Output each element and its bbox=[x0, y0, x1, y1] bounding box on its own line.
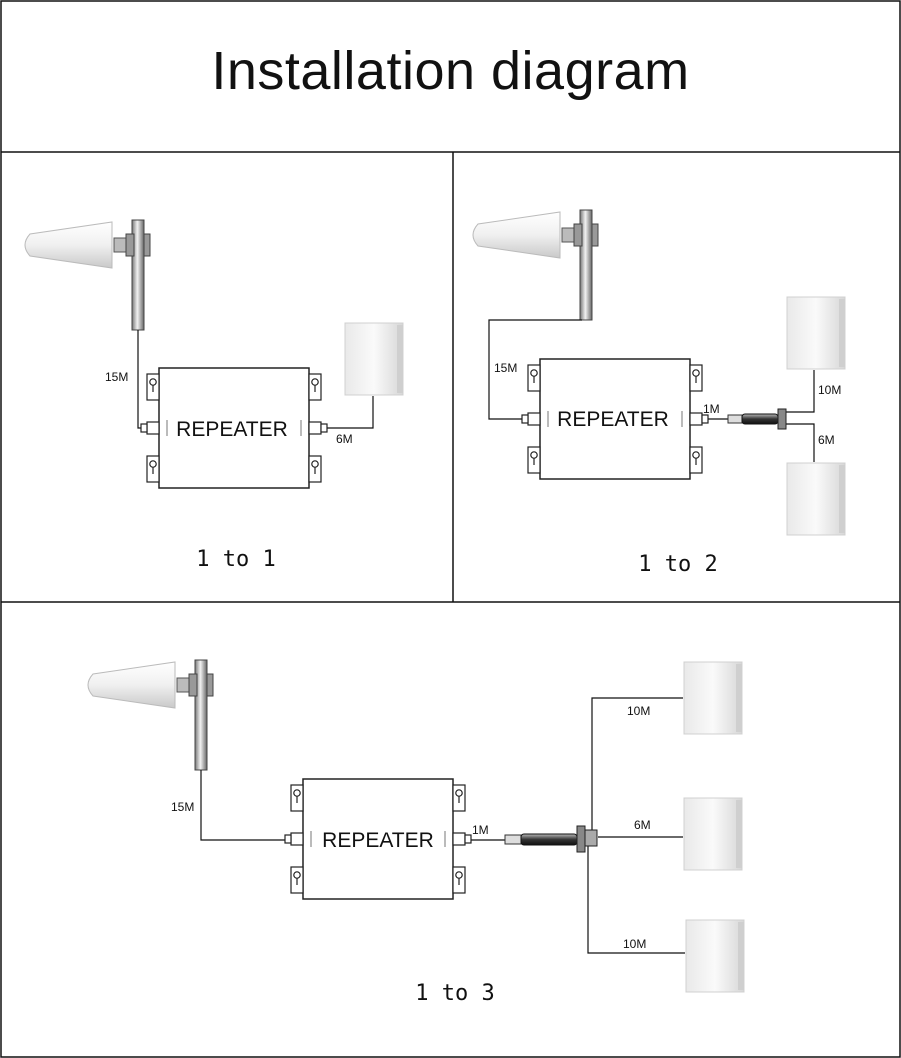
cable-length-bottom: 6M bbox=[818, 433, 835, 447]
cable-length-top: 10M bbox=[627, 704, 650, 718]
indoor-panel-antenna-icon bbox=[683, 661, 743, 735]
outdoor-antenna-icon bbox=[24, 219, 151, 331]
panel-1-to-2: 15M 1M 10M 6M REPEATER 1 to 2 bbox=[472, 209, 846, 577]
panel-caption: 1 to 2 bbox=[638, 552, 717, 577]
indoor-panel-antenna-icon bbox=[786, 462, 846, 536]
cable-length-splitter: 1M bbox=[703, 402, 720, 416]
page-title: Installation diagram bbox=[211, 41, 690, 101]
panel-1-to-3: 15M 1M 10M 6M 10M REPEATER 1 to 3 bbox=[87, 659, 745, 1006]
repeater-label: REPEATER bbox=[557, 408, 669, 431]
outdoor-antenna-icon bbox=[87, 659, 214, 771]
splitter-icon bbox=[504, 825, 598, 853]
cable-lines bbox=[137, 330, 374, 429]
panel-1-to-1: 15M 6M REPEATER 1 to 1 bbox=[24, 219, 404, 572]
indoor-panel-antenna-icon bbox=[786, 296, 846, 370]
cable-length-middle: 6M bbox=[634, 818, 651, 832]
cable-length-outdoor: 15M bbox=[494, 361, 517, 375]
cable-length-splitter: 1M bbox=[472, 823, 489, 837]
indoor-panel-antenna-icon bbox=[344, 322, 404, 396]
splitter-icon bbox=[727, 408, 787, 430]
panel-caption: 1 to 3 bbox=[415, 981, 494, 1006]
cable-lines bbox=[488, 319, 815, 462]
panel-caption: 1 to 1 bbox=[196, 547, 275, 572]
repeater-label: REPEATER bbox=[176, 418, 288, 441]
indoor-panel-antenna-icon bbox=[685, 919, 745, 993]
cable-lines bbox=[200, 697, 685, 954]
cable-length-indoor: 6M bbox=[336, 432, 353, 446]
indoor-panel-antenna-icon bbox=[683, 797, 743, 871]
outdoor-antenna-icon bbox=[472, 209, 599, 321]
cable-length-outdoor: 15M bbox=[171, 800, 194, 814]
cable-length-bottom: 10M bbox=[623, 937, 646, 951]
cable-length-outdoor: 15M bbox=[105, 370, 128, 384]
cable-length-top: 10M bbox=[818, 383, 841, 397]
repeater-label: REPEATER bbox=[322, 829, 434, 852]
